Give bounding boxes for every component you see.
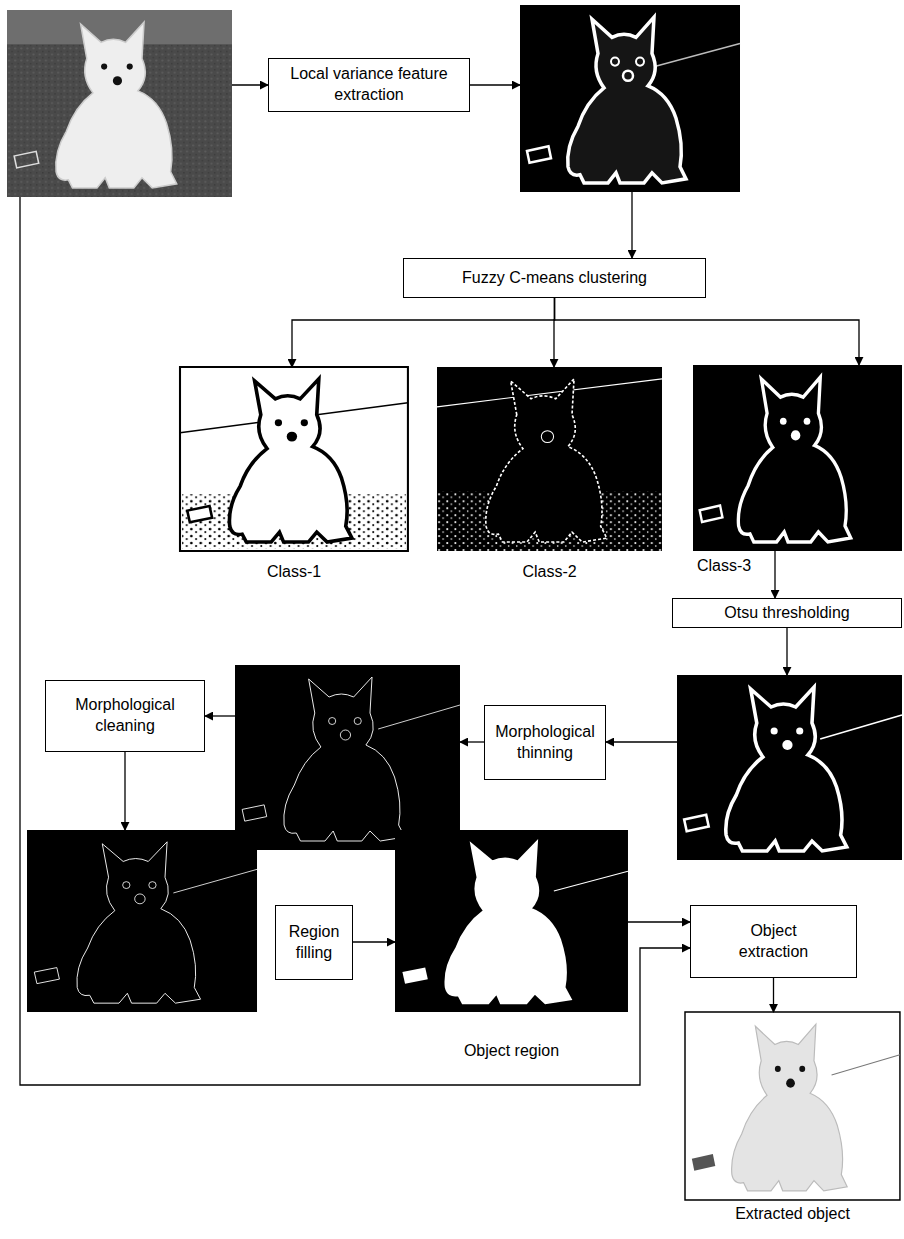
flow-arrow: [232, 84, 268, 85]
input-feed-line: [20, 197, 690, 1085]
variance-image: [520, 5, 740, 192]
cleaning-image: [27, 830, 257, 1012]
process-box: Fuzzy C-means clustering: [403, 258, 706, 298]
flow-arrow: [786, 628, 787, 675]
flow-arrow: [470, 84, 520, 85]
flow-connector: [773, 978, 774, 1012]
box-label: Otsu thresholding: [724, 603, 849, 624]
image-caption: Class-2: [437, 563, 662, 581]
input-photo: [7, 10, 232, 197]
otsu-image: [677, 675, 902, 860]
flow-connector: [353, 941, 395, 942]
flow-arrow: [606, 741, 677, 742]
flow-arrow: [205, 715, 235, 716]
image-caption: Class-1: [180, 563, 408, 581]
flow-arrow: [124, 752, 125, 830]
flow-arrow: [631, 192, 632, 258]
thinning-image: [235, 665, 460, 850]
box-label: Object extraction: [719, 921, 828, 963]
image-panel: Object region: [395, 830, 628, 1012]
box-label: Morphological cleaning: [66, 695, 184, 737]
image-caption: Object region: [395, 1042, 628, 1060]
process-box: Region filling: [275, 905, 353, 980]
image-caption: Extracted object: [685, 1205, 900, 1223]
object-region-image: [395, 830, 628, 1012]
process-box: Object extraction: [690, 905, 857, 978]
flow-arrows: [20, 85, 787, 1085]
class-1-image: [180, 367, 408, 551]
box-label: Morphological thinning: [491, 722, 599, 764]
class-3-image: [693, 365, 902, 551]
image-panel: Extracted object: [685, 1012, 900, 1200]
flow-connector: [555, 298, 860, 365]
process-box: Otsu thresholding: [672, 598, 902, 628]
flow-arrow: [460, 741, 484, 742]
class-2-image: [437, 367, 662, 551]
image-panel: Class-2: [437, 367, 662, 551]
box-label: Local variance feature extraction: [283, 64, 455, 106]
process-box: Local variance feature extraction: [268, 58, 470, 112]
box-label: Fuzzy C-means clustering: [462, 268, 647, 289]
image-caption: Class-3: [695, 557, 753, 575]
process-box: Morphological thinning: [484, 705, 606, 780]
flow-connector: [292, 298, 555, 367]
flow-connector: [628, 921, 690, 922]
flow-connector: [774, 551, 775, 598]
process-box: Morphological cleaning: [45, 680, 205, 752]
extracted-object-image: [685, 1012, 900, 1200]
box-label: Region filling: [282, 922, 346, 964]
image-panel: Class-1: [180, 367, 408, 551]
image-panel: Class-3: [693, 365, 902, 551]
